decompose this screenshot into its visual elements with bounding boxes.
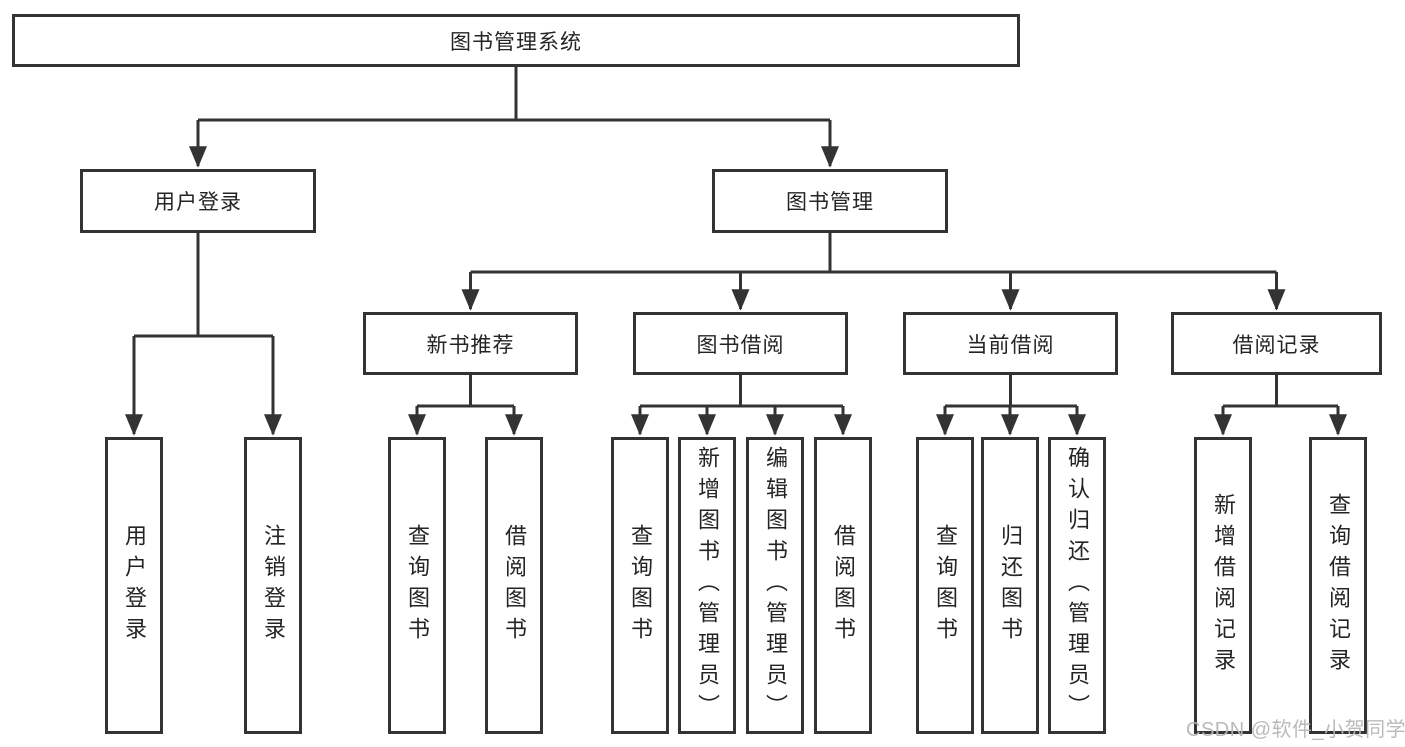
- leaf-cb-query-book: 查询图书: [916, 437, 974, 734]
- leaf-br-query-record: 查询借阅记录: [1309, 437, 1367, 734]
- connector-user-login-to-leaves: [125, 233, 282, 436]
- connector-book-borrow-to-leaves: [631, 375, 852, 436]
- leaf-bb-edit-book-admin: 编辑图书（管理员）: [746, 437, 804, 734]
- watermark: CSDN @软件_小贺同学: [1186, 719, 1405, 741]
- leaf-nb-query-book: 查询图书: [388, 437, 446, 734]
- node-borrow-records-label: 借阅记录: [1232, 333, 1321, 357]
- leaf-br-query-record-label: 查询借阅记录: [1326, 492, 1351, 679]
- leaf-cb-return-book-label: 归还图书: [998, 523, 1023, 648]
- node-book-management-label: 图书管理: [786, 191, 874, 214]
- connector-current-borrow-to-leaves: [936, 375, 1086, 436]
- connector-root-to-level1: [189, 67, 839, 168]
- leaf-br-add-record-label: 新增借阅记录: [1211, 492, 1236, 679]
- node-book-borrow: 图书借阅: [633, 312, 848, 375]
- leaf-nb-borrow-book-label: 借阅图书: [502, 523, 527, 648]
- node-book-borrow-label: 图书借阅: [696, 333, 785, 357]
- leaf-bb-query-book-label: 查询图书: [628, 523, 653, 648]
- leaf-logout: 注销登录: [244, 437, 302, 734]
- node-new-book-recommend-label: 新书推荐: [426, 333, 515, 357]
- node-current-borrow: 当前借阅: [903, 312, 1118, 375]
- node-root: 图书管理系统: [12, 14, 1020, 67]
- leaf-bb-borrow-book-label: 借阅图书: [831, 523, 856, 648]
- node-user-login: 用户登录: [80, 169, 316, 233]
- node-book-management: 图书管理: [712, 169, 948, 233]
- node-current-borrow-label: 当前借阅: [966, 333, 1055, 357]
- leaf-br-add-record: 新增借阅记录: [1194, 437, 1252, 734]
- leaf-cb-query-book-label: 查询图书: [933, 523, 958, 648]
- leaf-user-login: 用户登录: [105, 437, 163, 734]
- leaf-bb-edit-book-admin-label: 编辑图书（管理员）: [763, 446, 788, 725]
- node-new-book-recommend: 新书推荐: [363, 312, 578, 375]
- node-root-label: 图书管理系统: [450, 30, 582, 54]
- leaf-bb-add-book-admin: 新增图书（管理员）: [678, 437, 736, 734]
- node-borrow-records: 借阅记录: [1171, 312, 1382, 375]
- leaf-bb-borrow-book: 借阅图书: [814, 437, 872, 734]
- leaf-nb-query-book-label: 查询图书: [405, 523, 430, 648]
- node-user-login-label: 用户登录: [154, 191, 242, 214]
- connector-new-book-recommend-to-leaves: [408, 375, 523, 436]
- leaf-logout-label: 注销登录: [261, 523, 286, 648]
- leaf-bb-query-book: 查询图书: [611, 437, 669, 734]
- leaf-nb-borrow-book: 借阅图书: [485, 437, 543, 734]
- leaf-cb-return-book: 归还图书: [981, 437, 1039, 734]
- connector-borrow-records-to-leaves: [1214, 375, 1347, 436]
- leaf-cb-confirm-return-admin: 确认归还（管理员）: [1048, 437, 1106, 734]
- leaf-user-login-label: 用户登录: [122, 523, 147, 648]
- leaf-cb-confirm-return-admin-label: 确认归还（管理员）: [1065, 446, 1090, 725]
- connector-book-management-to-level2: [461, 233, 1286, 311]
- leaf-bb-add-book-admin-label: 新增图书（管理员）: [695, 446, 720, 725]
